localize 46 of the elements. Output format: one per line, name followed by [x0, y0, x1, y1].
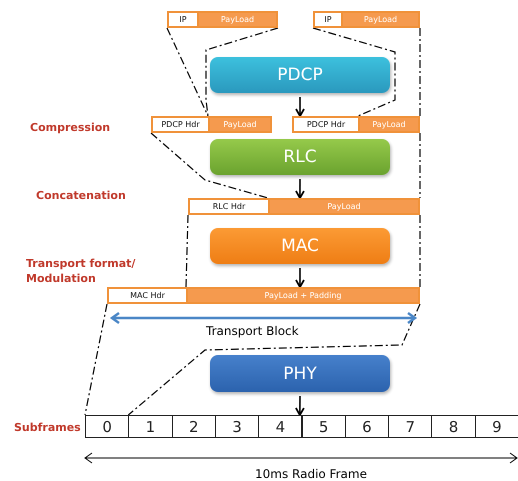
- arrow: [295, 268, 305, 288]
- subframe-cell: 3: [214, 415, 260, 438]
- mapping-line: [419, 133, 421, 198]
- subframe-cell: 7: [388, 415, 432, 438]
- payload-cell: PayLoad: [341, 11, 420, 28]
- payload-cell: PayLoad: [268, 198, 420, 215]
- subframe-cell: 4: [258, 415, 302, 438]
- mapping-line: [419, 28, 421, 116]
- mapping-line: [312, 27, 396, 117]
- mapping-line: [150, 132, 268, 199]
- arrow: [295, 97, 305, 117]
- pdcp-layer-box: PDCP: [210, 57, 390, 93]
- annotation-label: Compression: [30, 121, 110, 134]
- rlc-layer-box: RLC: [210, 139, 390, 175]
- subframe-cell: 8: [431, 415, 476, 438]
- arrow: [295, 396, 305, 416]
- header-cell: IP: [167, 11, 199, 28]
- annotation-label: Subframes: [14, 421, 81, 434]
- dimension-label: Transport Block: [206, 324, 299, 338]
- subframe-cell: 2: [172, 415, 216, 438]
- mapping-line: [185, 214, 189, 288]
- header-cell: IP: [313, 11, 343, 28]
- arrow: [295, 179, 305, 199]
- header-cell: MAC Hdr: [107, 287, 188, 304]
- header-cell: RLC Hdr: [188, 198, 270, 215]
- mapping-line: [205, 27, 278, 116]
- subframe-cell: 1: [128, 415, 173, 438]
- subframe-cell: 5: [302, 415, 346, 438]
- mapping-line: [419, 215, 421, 287]
- mapping-line: [84, 304, 108, 416]
- payload-cell: PayLoad + Padding: [186, 287, 420, 304]
- subframe-cell: 9: [474, 415, 518, 438]
- payload-cell: PayLoad: [208, 116, 272, 133]
- dimension-label: 10ms Radio Frame: [255, 467, 367, 481]
- mac-layer-box: MAC: [210, 228, 390, 264]
- payload-cell: PayLoad: [358, 116, 420, 133]
- annotation-label: Transport format/ Modulation: [26, 256, 136, 286]
- subframe-cell: 0: [85, 415, 130, 438]
- subframe-cell: 6: [344, 415, 390, 438]
- header-cell: PDCP Hdr: [151, 116, 210, 133]
- payload-cell: PayLoad: [197, 11, 278, 28]
- mapping-line: [166, 28, 209, 116]
- phy-layer-box: PHY: [210, 355, 390, 392]
- mapping-line: [128, 304, 421, 416]
- header-cell: PDCP Hdr: [292, 116, 360, 133]
- annotation-label: Concatenation: [36, 189, 126, 202]
